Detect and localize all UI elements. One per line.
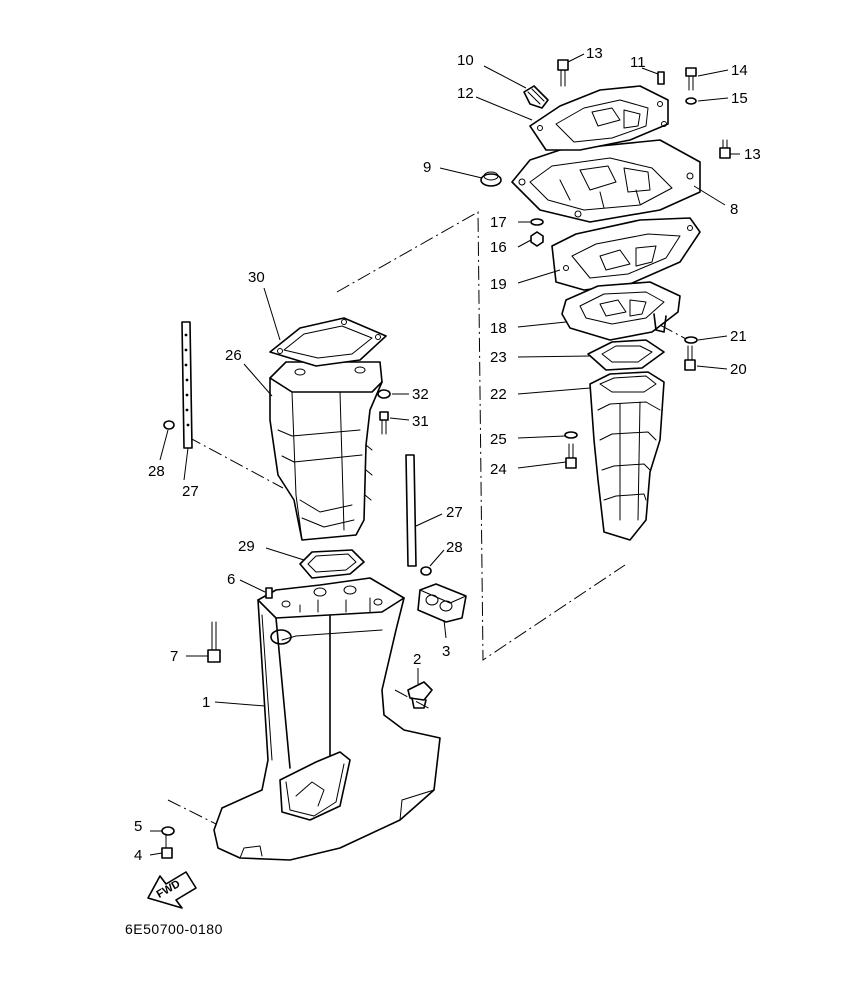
callout-27-left: 27: [182, 483, 199, 500]
callout-11: 11: [630, 54, 646, 71]
callout-2: 2: [413, 651, 421, 668]
callout-labels: 1 2 3 4 5 6 7 8 9 10 11 12 13 13 14 15 1…: [134, 45, 761, 864]
part-27-left-bar: [181, 321, 193, 449]
part-16-nut: [530, 231, 544, 247]
part-27-right-bar: [405, 454, 417, 567]
part-24-bolt: [565, 443, 577, 469]
callout-14: 14: [731, 62, 748, 79]
callout-25: 25: [490, 431, 507, 448]
callout-28-left: 28: [148, 463, 165, 480]
callout-17: 17: [490, 214, 507, 231]
part-22-exhaust-pipe: [589, 371, 665, 541]
callout-15: 15: [731, 90, 748, 107]
callout-22: 22: [490, 386, 507, 403]
callout-8: 8: [730, 201, 738, 218]
part-31-bolt: [379, 411, 389, 435]
callout-16: 16: [490, 239, 507, 256]
part-13-bolt-right: [719, 139, 731, 159]
callout-1: 1: [202, 694, 210, 711]
part-20-bolt: [684, 345, 696, 371]
callout-24: 24: [490, 461, 507, 478]
part-26-muffler: [269, 361, 383, 541]
diagram-code: 6E50700-0180: [125, 921, 223, 937]
callout-28-right: 28: [446, 539, 463, 556]
part-4-bolt: [161, 833, 173, 859]
callout-3: 3: [442, 643, 450, 660]
callout-30: 30: [248, 269, 265, 286]
callout-19: 19: [490, 276, 507, 293]
part-3-grommet: [417, 583, 467, 623]
part-28-left-washer: [163, 420, 175, 430]
callout-18: 18: [490, 320, 507, 337]
part-7-bolt: [207, 621, 221, 663]
part-17-washer: [530, 218, 544, 226]
part-15-washer: [685, 97, 697, 105]
callout-9: 9: [423, 159, 431, 176]
callout-32: 32: [412, 386, 429, 403]
callout-27-right: 27: [446, 504, 463, 521]
callout-6: 6: [227, 571, 235, 588]
part-19-gasket: [551, 217, 701, 291]
leader-lines: [149, 53, 740, 856]
part-9-cap: [480, 171, 502, 187]
part-11-pin: [657, 71, 665, 85]
part-upper-casing: [213, 577, 441, 861]
callout-29: 29: [238, 538, 255, 555]
callout-20: 20: [730, 361, 747, 378]
callout-26: 26: [225, 347, 242, 364]
part-5-washer: [161, 826, 175, 836]
callout-12: 12: [457, 85, 474, 102]
part-21-washer: [684, 336, 698, 344]
callout-10: 10: [457, 52, 474, 69]
part-14-bolt: [685, 67, 697, 91]
part-30-gasket: [269, 317, 387, 367]
part-23-gasket: [587, 339, 665, 371]
fwd-direction-arrow: FWD: [147, 871, 197, 909]
callout-31: 31: [412, 413, 429, 430]
part-25-washer: [564, 431, 578, 439]
part-8-exhaust-guide: [511, 139, 701, 223]
part-32-washer: [377, 389, 391, 399]
part-2-plug: [407, 681, 433, 709]
callout-13-top: 13: [586, 45, 603, 62]
part-29-seal: [299, 549, 365, 579]
callout-7: 7: [170, 648, 178, 665]
callout-13-right: 13: [744, 146, 761, 163]
part-6-dowel-pin: [265, 587, 273, 599]
part-18-manifold: [561, 281, 681, 341]
part-10-fitting: [523, 85, 549, 109]
part-12-gasket: [529, 85, 669, 151]
callout-21: 21: [730, 328, 747, 345]
callout-4: 4: [134, 847, 142, 864]
part-28-right-washer: [420, 566, 432, 576]
callout-5: 5: [134, 818, 142, 835]
callout-23: 23: [490, 349, 507, 366]
part-13-bolt-top: [557, 59, 569, 87]
